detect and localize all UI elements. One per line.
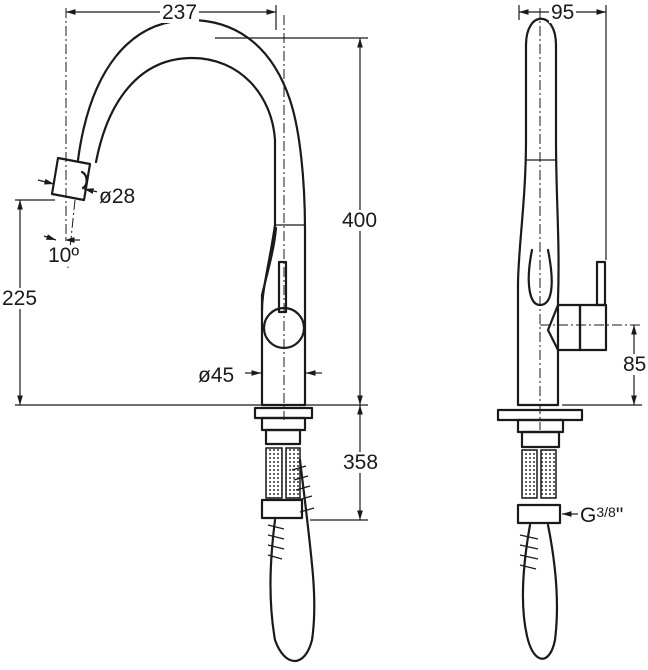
thread-unit: " <box>615 504 624 527</box>
dimension-handle-height: 85 <box>621 353 648 376</box>
dimension-nozzle-diameter: ø28 <box>97 185 138 208</box>
dimension-spout-height: 225 <box>0 287 40 310</box>
pull-out-hose <box>269 458 316 662</box>
side-handle <box>546 303 582 352</box>
front-view <box>15 5 368 662</box>
dimension-body-diameter: ø45 <box>196 364 237 387</box>
dimension-reach: 237 <box>160 1 200 24</box>
spout-outer <box>76 18 307 407</box>
nozzle <box>50 156 92 202</box>
thread-size: 3/8 <box>596 504 616 520</box>
connection-thread-label: G3/8" <box>578 504 626 527</box>
dimension-height: 400 <box>340 209 380 232</box>
dimension-below-deck: 358 <box>341 451 381 474</box>
spout-inner <box>94 56 277 312</box>
body <box>260 226 307 407</box>
thread-prefix: G <box>580 504 597 527</box>
dimension-depth: 95 <box>549 1 577 24</box>
side-view <box>496 5 642 660</box>
dimension-nozzle-angle: 10º <box>46 244 82 267</box>
side-body <box>516 17 560 407</box>
